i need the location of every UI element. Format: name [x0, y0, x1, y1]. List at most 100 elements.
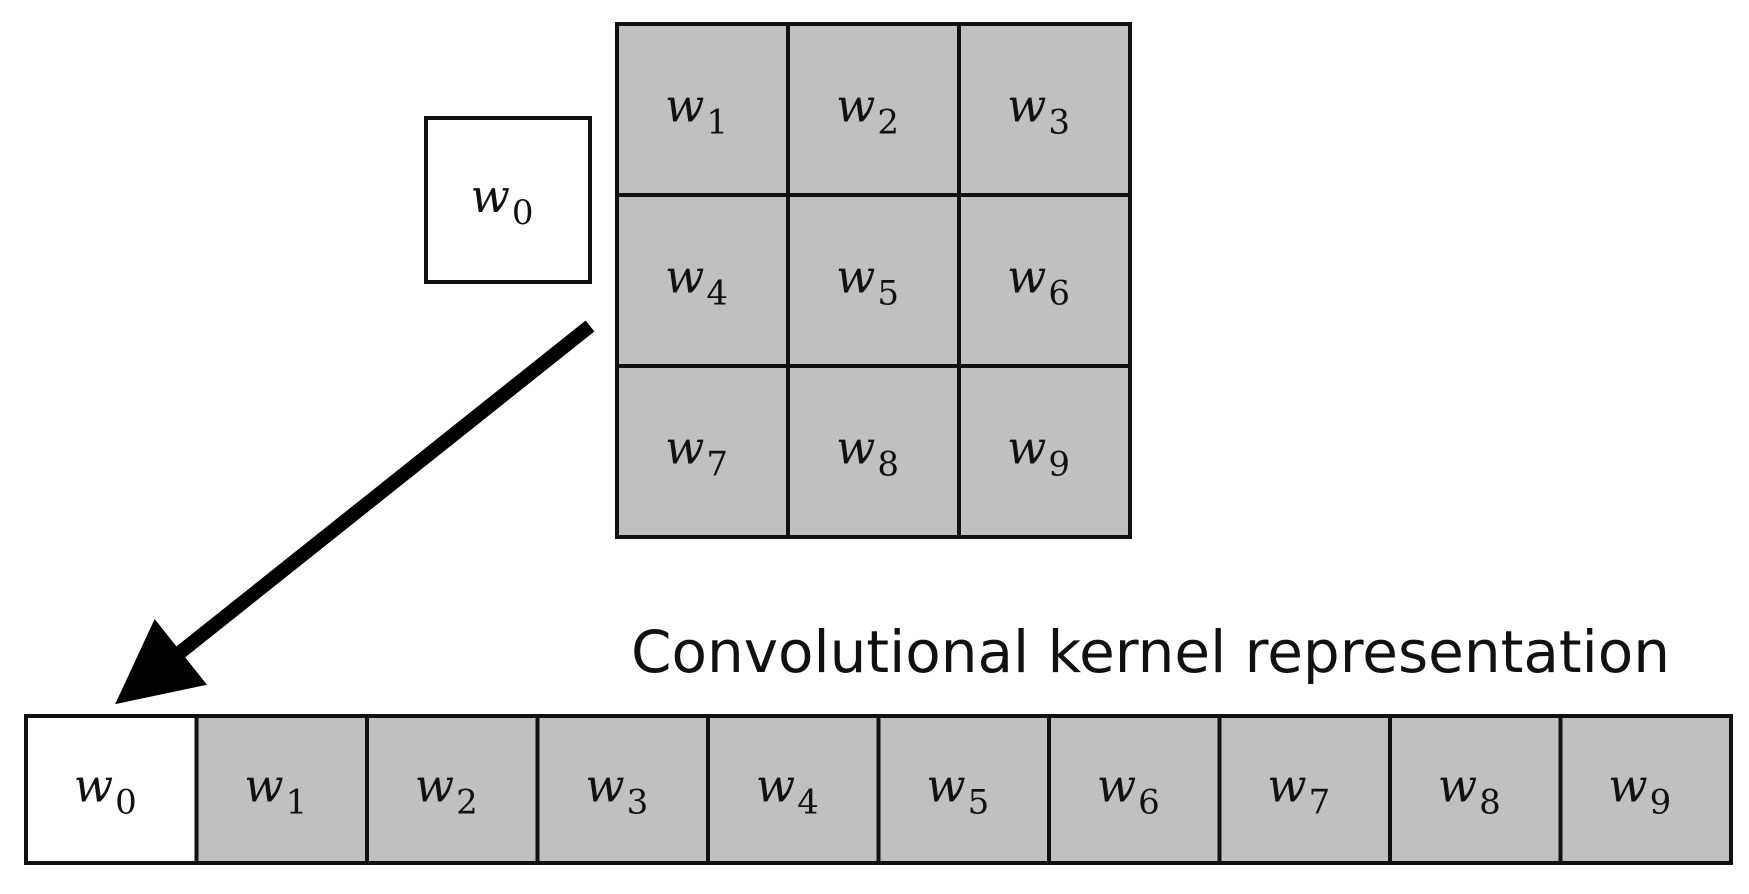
- kernel-cell-w1-subscript: 1: [706, 103, 728, 143]
- kernel-cell-w6-symbol: w: [1007, 250, 1046, 304]
- vector-cell-w7-subscript: 7: [1309, 783, 1331, 823]
- bias-cell-w0: w0: [424, 116, 592, 284]
- kernel-cell-w4-box: [615, 193, 790, 368]
- kernel-cell-w8-box: [786, 364, 961, 539]
- kernel-cell-w1-symbol: w: [665, 79, 704, 133]
- vector-cell-w9-symbol: w: [1608, 759, 1647, 813]
- kernel-cell-w1-label: w1: [665, 79, 728, 143]
- vector-cell-w8-subscript: 8: [1479, 783, 1501, 823]
- kernel-cell-w9-label: w9: [1007, 421, 1070, 485]
- kernel-cell-w4-symbol: w: [665, 250, 704, 304]
- kernel-cell-w6-subscript: 6: [1048, 274, 1070, 314]
- kernel-cell-w2: w2: [786, 22, 961, 197]
- vector-cell-w5-symbol: w: [926, 759, 965, 813]
- bias-cell-w0-box: [424, 116, 592, 284]
- vector-cell-w4-label: w4: [756, 759, 819, 823]
- vector-cell-w5: w5: [876, 714, 1051, 865]
- vector-cell-w2-symbol: w: [415, 759, 454, 813]
- kernel-cell-w9-subscript: 9: [1048, 445, 1070, 485]
- bias-cell-w0-subscript: 0: [512, 193, 534, 233]
- kernel-cell-w7-symbol: w: [665, 421, 704, 475]
- vector-cell-w7-label: w7: [1267, 759, 1330, 823]
- vector-cell-w0-label: w0: [74, 759, 137, 823]
- vector-cell-w3-subscript: 3: [627, 783, 649, 823]
- kernel-cell-w3-subscript: 3: [1048, 103, 1070, 143]
- bias-box: w0: [424, 116, 592, 284]
- kernel-cell-w2-subscript: 2: [877, 103, 899, 143]
- kernel-cell-w6-label: w6: [1007, 250, 1070, 314]
- vector-cell-w6-subscript: 6: [1138, 783, 1160, 823]
- vector-cell-w4-subscript: 4: [797, 783, 819, 823]
- vector-cell-w5-subscript: 5: [968, 783, 990, 823]
- vector-cell-w3-box: [535, 714, 710, 865]
- vector-cell-w5-label: w5: [926, 759, 989, 823]
- vector-cell-w9-box: [1558, 714, 1733, 865]
- kernel-cell-w7-box: [615, 364, 790, 539]
- vector-cell-w4-box: [706, 714, 881, 865]
- arrow-down-left-icon: [115, 320, 595, 705]
- vector-cell-w9-label: w9: [1608, 759, 1671, 823]
- vector-cell-w1-subscript: 1: [286, 783, 308, 823]
- kernel-cell-w3-symbol: w: [1007, 79, 1046, 133]
- vector-cell-w8-box: [1388, 714, 1563, 865]
- vector-cell-w4-symbol: w: [756, 759, 795, 813]
- vector-cell-w3-label: w3: [585, 759, 648, 823]
- kernel-cell-w1: w1: [615, 22, 790, 197]
- vector-cell-w1: w1: [194, 714, 369, 865]
- vector-cell-w6-symbol: w: [1097, 759, 1136, 813]
- kernel-cell-w7: w7: [615, 364, 790, 539]
- vector-cell-w1-box: [194, 714, 369, 865]
- vector-cell-w6-box: [1047, 714, 1222, 865]
- vector-cell-w0: w0: [24, 714, 199, 865]
- vector-cell-w4: w4: [706, 714, 881, 865]
- vector-cell-w8-label: w8: [1438, 759, 1501, 823]
- kernel-cell-w5-subscript: 5: [877, 274, 899, 314]
- vector-cell-w3-symbol: w: [585, 759, 624, 813]
- bias-cell-w0-label: w0: [470, 169, 533, 233]
- kernel-cell-w3-box: [957, 22, 1132, 197]
- kernel-cell-w6-box: [957, 193, 1132, 368]
- kernel-cell-w6: w6: [957, 193, 1132, 368]
- kernel-cell-w9-symbol: w: [1007, 421, 1046, 475]
- kernel-cell-w8-symbol: w: [836, 421, 875, 475]
- caption: Convolutional kernel representation: [631, 618, 1670, 686]
- vector-cell-w2-label: w2: [415, 759, 478, 823]
- kernel-cell-w3: w3: [957, 22, 1132, 197]
- vector-cell-w9: w9: [1558, 714, 1733, 865]
- kernel-cell-w5: w5: [786, 193, 961, 368]
- vector-cell-w6: w6: [1047, 714, 1222, 865]
- bias-cell-w0-symbol: w: [470, 169, 509, 223]
- kernel-cell-w5-box: [786, 193, 961, 368]
- kernel-cell-w2-label: w2: [836, 79, 899, 143]
- kernel-cell-w3-label: w3: [1007, 79, 1070, 143]
- vector-cell-w7: w7: [1217, 714, 1392, 865]
- vector-cell-w8-symbol: w: [1438, 759, 1477, 813]
- kernel-cell-w5-symbol: w: [836, 250, 875, 304]
- kernel-cell-w2-symbol: w: [836, 79, 875, 133]
- vector-cell-w2-subscript: 2: [456, 783, 478, 823]
- vector-cell-w0-symbol: w: [74, 759, 113, 813]
- vector-cell-w6-label: w6: [1097, 759, 1160, 823]
- vector-cell-w3: w3: [535, 714, 710, 865]
- vector-cell-w9-subscript: 9: [1650, 783, 1672, 823]
- kernel-cell-w4: w4: [615, 193, 790, 368]
- vector-cell-w2-box: [365, 714, 540, 865]
- vector-cell-w2: w2: [365, 714, 540, 865]
- kernel-cell-w8-label: w8: [836, 421, 899, 485]
- vector-cell-w7-symbol: w: [1267, 759, 1306, 813]
- kernel-cell-w7-label: w7: [665, 421, 728, 485]
- kernel-cell-w9-box: [957, 364, 1132, 539]
- vector-cell-w8: w8: [1388, 714, 1563, 865]
- kernel-cell-w8: w8: [786, 364, 961, 539]
- kernel-cell-w4-subscript: 4: [706, 274, 728, 314]
- kernel-cell-w8-subscript: 8: [877, 445, 899, 485]
- kernel-cell-w7-subscript: 7: [706, 445, 728, 485]
- vector-cell-w1-label: w1: [244, 759, 307, 823]
- kernel-cell-w4-label: w4: [665, 250, 728, 314]
- vector-cell-w1-symbol: w: [244, 759, 283, 813]
- kernel-cell-w9: w9: [957, 364, 1132, 539]
- vector-cell-w0-subscript: 0: [115, 783, 137, 823]
